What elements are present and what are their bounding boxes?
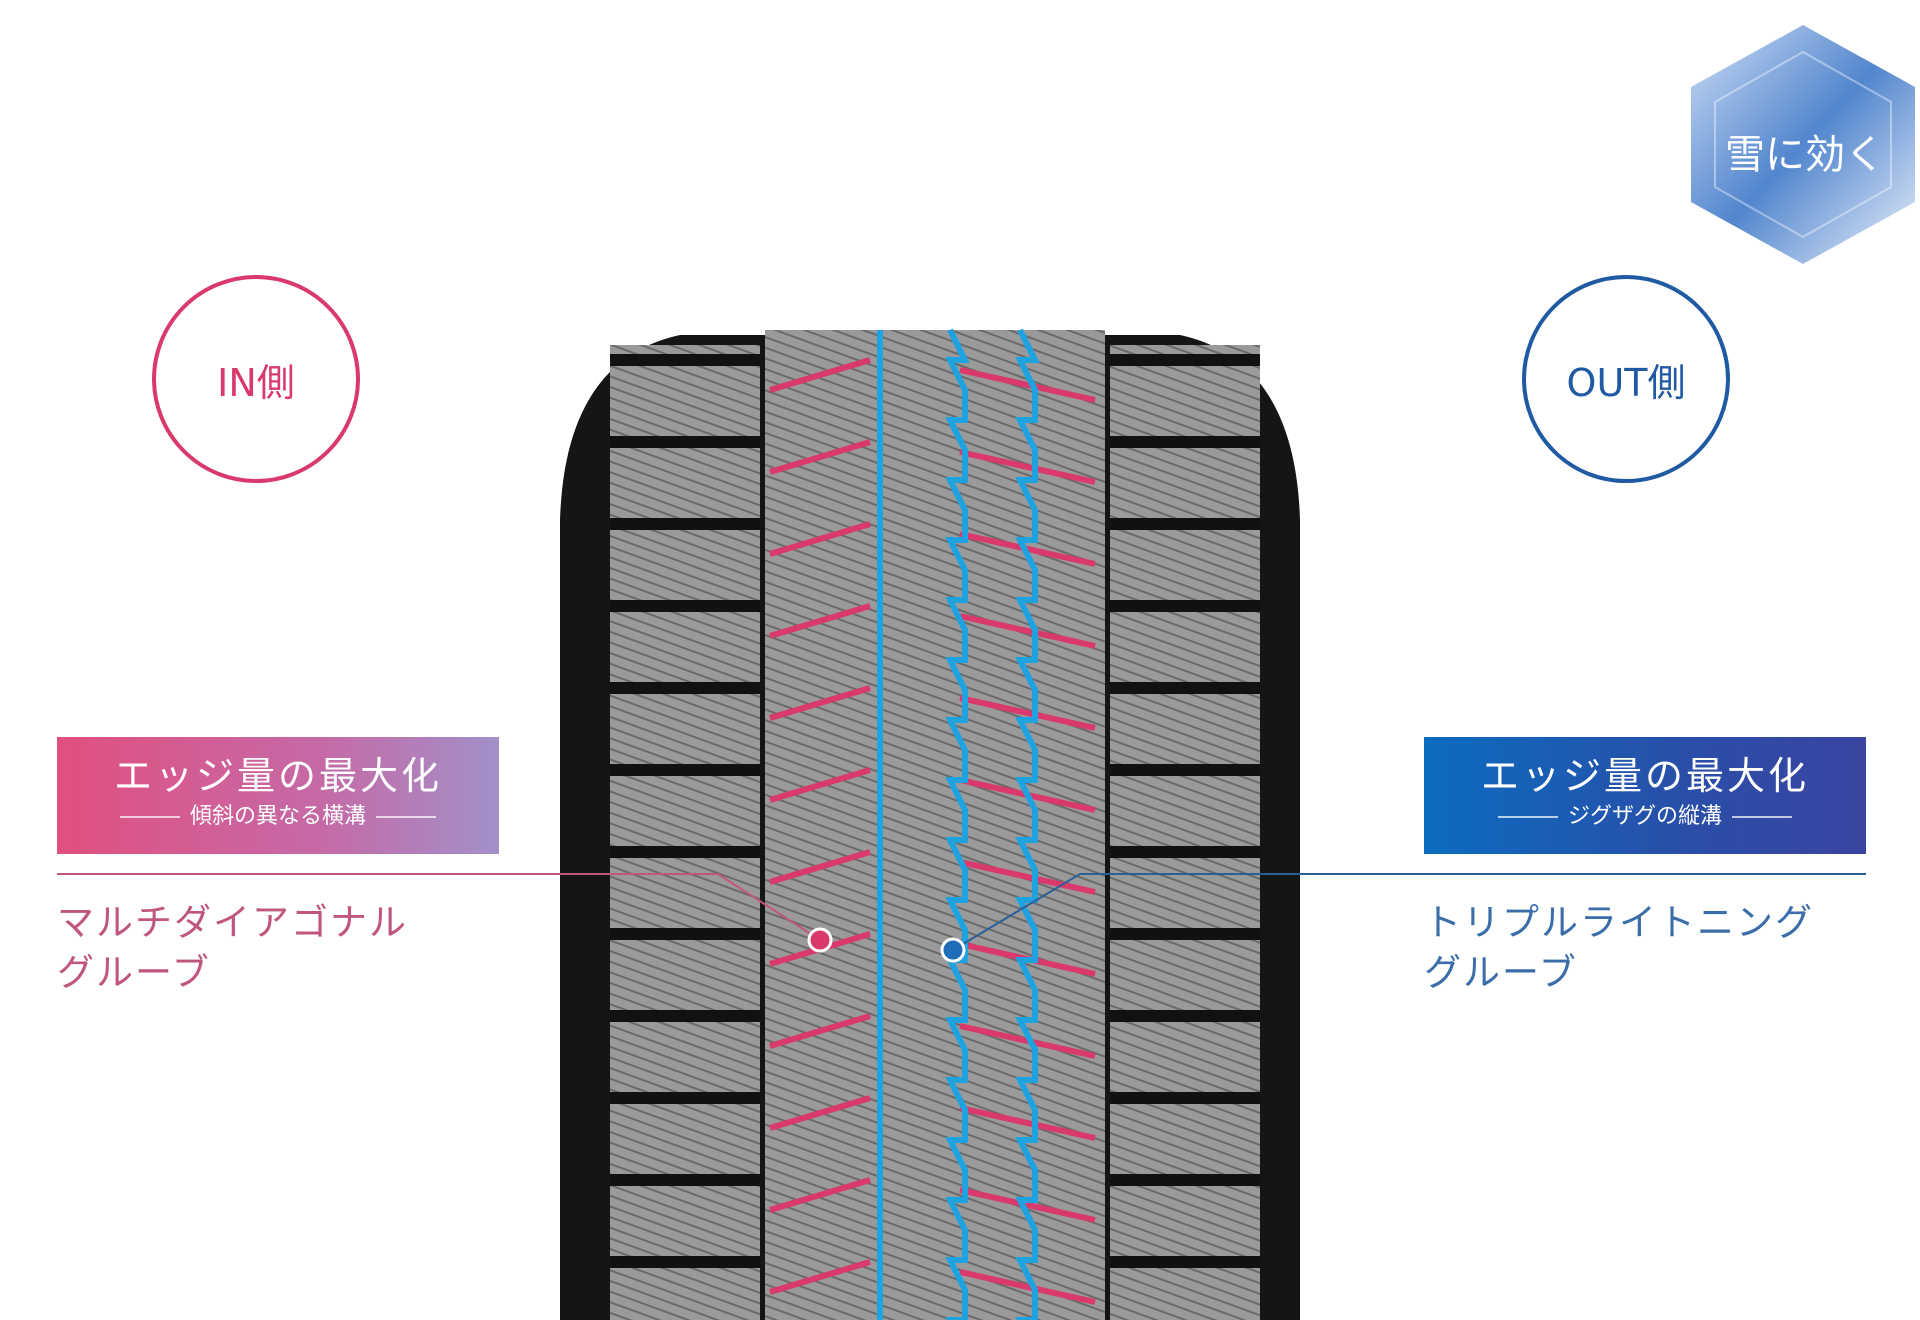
pink-groove — [959, 1187, 1096, 1223]
pink-groove — [769, 521, 871, 557]
right-feature-title: エッジ量の最大化 — [1480, 754, 1809, 798]
pink-groove — [769, 603, 871, 639]
badge-text: 雪に効く — [1725, 132, 1885, 178]
right-groove-name: トリプルライトニング グルーブ — [1424, 898, 1814, 998]
right-feature-subtitle: ジグザグの縦溝 — [1567, 804, 1722, 829]
left-groove-name: マルチダイアゴナル グルーブ — [57, 898, 408, 998]
pink-groove — [959, 613, 1096, 649]
left-feature-title: エッジ量の最大化 — [113, 754, 442, 798]
pink-groove — [769, 1177, 871, 1213]
pink-groove — [959, 859, 1096, 895]
blue-groove-zigzag — [1015, 328, 1040, 1320]
right-groove-name-line1: トリプルライトニング — [1424, 901, 1814, 944]
divider — [1732, 816, 1792, 818]
left-groove-name-line2: グルーブ — [57, 951, 211, 994]
right-callout-dot — [940, 937, 966, 963]
divider — [376, 816, 436, 818]
pink-groove — [769, 685, 871, 721]
left-groove-name-line1: マルチダイアゴナル — [57, 901, 408, 944]
right-callout-line — [952, 873, 1866, 951]
out-side-circle: OUT側 — [1522, 275, 1730, 483]
pink-groove — [959, 1269, 1096, 1305]
tread-shoulder-right — [1110, 345, 1260, 1320]
pink-groove — [769, 767, 871, 803]
pink-groove — [769, 357, 871, 393]
divider — [119, 816, 180, 818]
tread-shoulder-left — [610, 345, 760, 1320]
pink-groove — [769, 1259, 871, 1295]
tread-center — [765, 330, 1105, 1320]
left-feature-box: エッジ量の最大化 傾斜の異なる横溝 — [57, 737, 499, 854]
snow-badge-hexagon — [1691, 25, 1915, 264]
left-callout-dot — [807, 927, 833, 953]
pink-groove — [769, 1095, 871, 1131]
pink-groove — [769, 439, 871, 475]
pink-groove — [959, 695, 1096, 731]
pink-groove — [769, 1013, 871, 1049]
in-side-circle: IN側 — [152, 275, 360, 483]
out-side-label: OUT側 — [1566, 360, 1686, 405]
in-side-label: IN側 — [217, 360, 295, 405]
right-groove-name-line2: グルーブ — [1424, 951, 1578, 994]
blue-groove-zigzag — [945, 328, 970, 1320]
pink-groove — [959, 367, 1096, 403]
right-feature-box: エッジ量の最大化 ジグザグの縦溝 — [1424, 737, 1866, 854]
divider — [1497, 816, 1558, 818]
pink-groove — [959, 1105, 1096, 1141]
pink-groove — [959, 449, 1096, 485]
pink-groove — [769, 849, 871, 885]
left-feature-subtitle: 傾斜の異なる横溝 — [189, 804, 366, 829]
left-callout-line — [57, 873, 821, 941]
